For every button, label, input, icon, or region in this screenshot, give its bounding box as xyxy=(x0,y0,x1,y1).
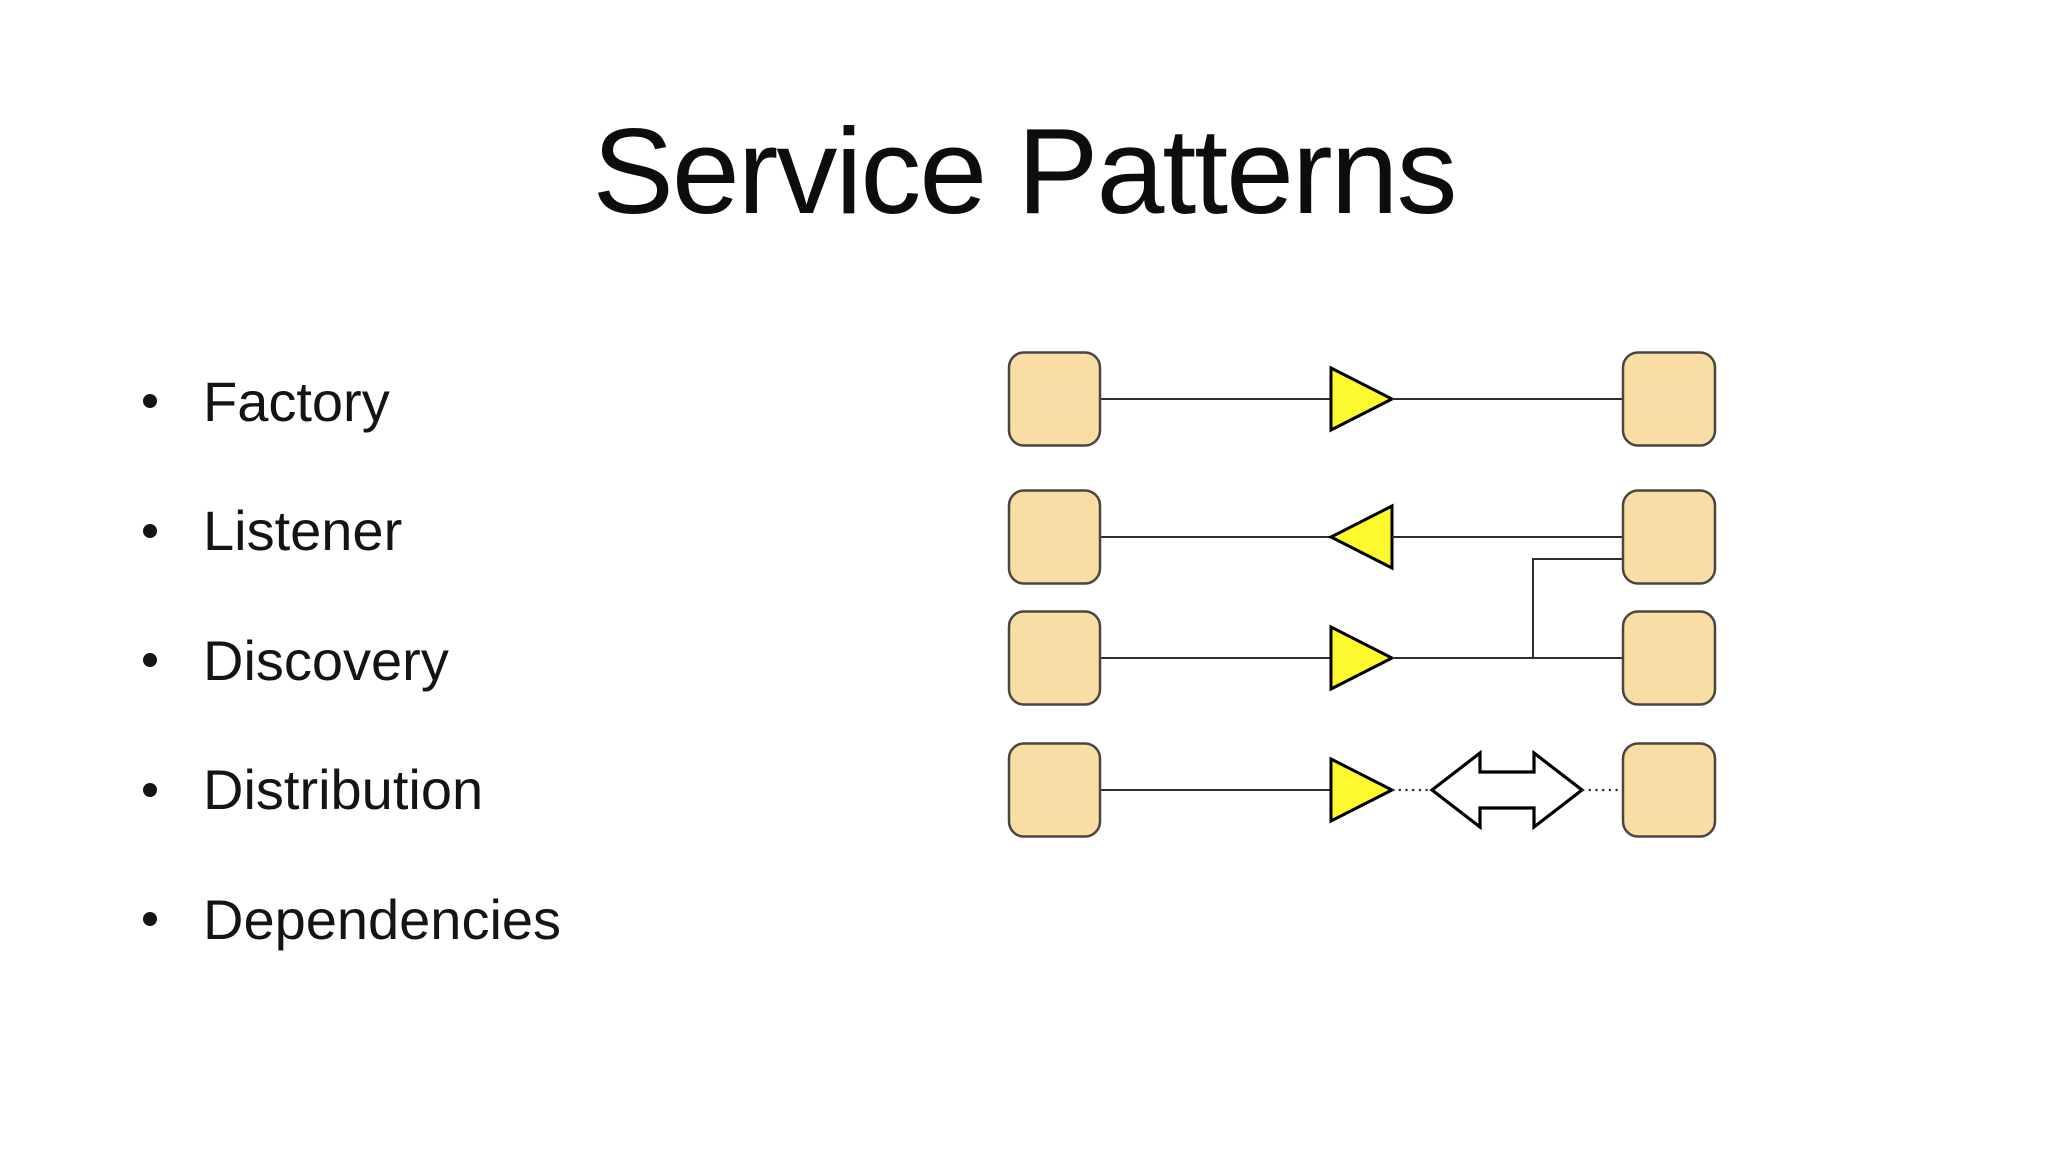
bullet-item-distribution: Distribution xyxy=(143,758,561,821)
slide-title: Service Patterns xyxy=(592,103,1457,239)
bullet-icon xyxy=(143,394,157,408)
bullet-icon xyxy=(143,782,157,797)
service-node-factory-right xyxy=(1621,351,1717,447)
bullet-icon xyxy=(143,912,157,926)
bullet-label: Discovery xyxy=(203,628,449,692)
service-node-listener-left xyxy=(1007,489,1102,585)
flow-direction-triangle-factory xyxy=(1329,365,1396,433)
service-node-discovery-left xyxy=(1007,610,1102,706)
bullet-item-factory: Factory xyxy=(143,370,561,433)
service-node-distribution-right xyxy=(1621,742,1717,838)
service-node-discovery-right xyxy=(1621,610,1717,706)
bullet-icon xyxy=(143,653,157,667)
bullet-item-discovery: Discovery xyxy=(143,629,561,692)
bullet-label: Dependencies xyxy=(203,887,562,951)
flow-direction-triangle-discovery xyxy=(1329,624,1396,692)
flow-direction-triangle-listener xyxy=(1327,503,1394,571)
sync-double-arrow-icon xyxy=(1429,749,1585,831)
service-node-factory-left xyxy=(1007,351,1102,447)
bullet-label: Listener xyxy=(203,499,403,562)
bullet-label: Distribution xyxy=(203,758,484,821)
service-node-distribution-left xyxy=(1007,742,1102,838)
branch-connector xyxy=(1532,558,1623,658)
service-node-listener-right xyxy=(1621,489,1717,585)
bullet-item-listener: Listener xyxy=(143,499,561,562)
bullet-label: Factory xyxy=(203,369,390,433)
flow-direction-triangle-distribution xyxy=(1329,756,1396,824)
bullet-icon xyxy=(143,523,157,538)
bullet-item-dependencies: Dependencies xyxy=(143,888,561,951)
